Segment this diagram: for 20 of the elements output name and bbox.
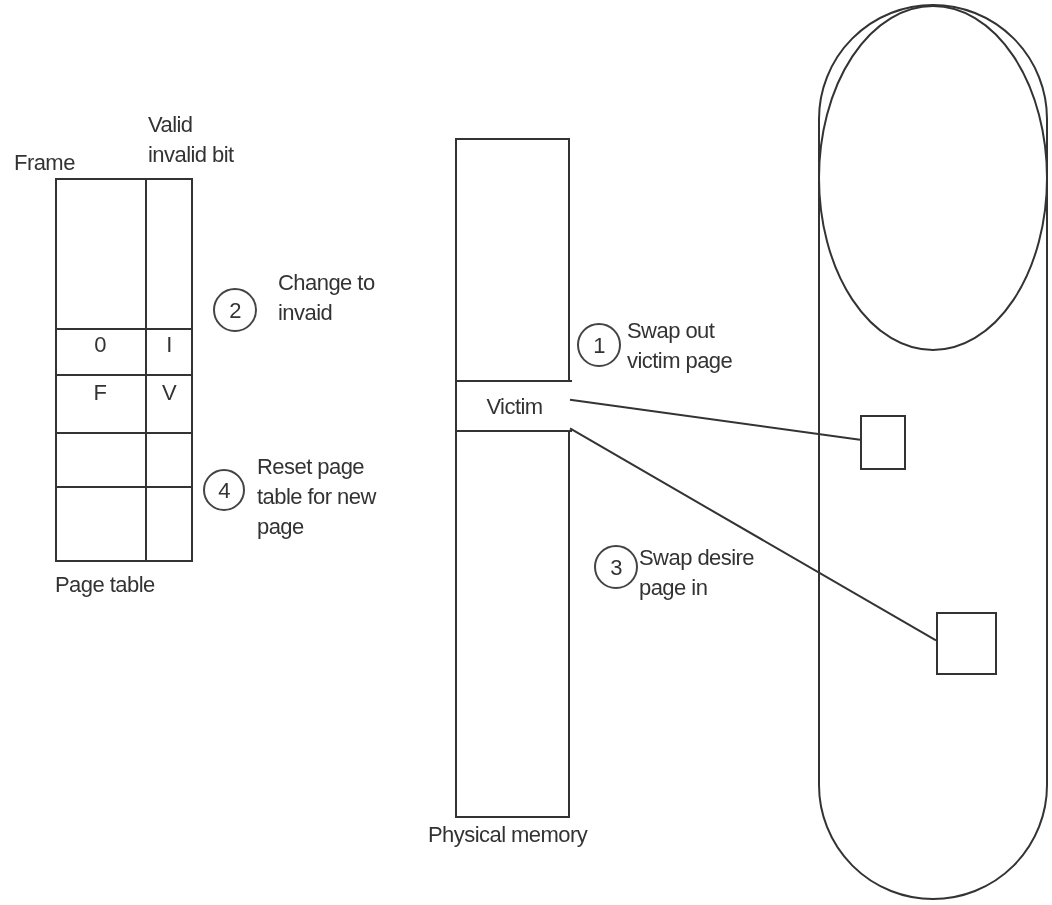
step-label: Reset page table for new page — [257, 453, 378, 541]
page-table — [55, 178, 193, 562]
connector-line — [569, 398, 861, 441]
disk-drawing — [818, 4, 1048, 900]
column-header: Frame — [14, 149, 76, 177]
table-cell-value: 0 — [93, 331, 107, 359]
step-label: Change to invaid — [278, 269, 376, 327]
step-label: Swap desire page in — [639, 544, 755, 602]
node-label: Page table — [55, 571, 156, 599]
node-label: Physical memory — [428, 821, 589, 849]
table-cell-value: F — [92, 379, 108, 407]
table-cell-value: V — [160, 379, 178, 407]
page-block — [936, 612, 997, 675]
connector-line — [569, 427, 937, 642]
step-label: Swap out victim page — [627, 317, 734, 375]
page-block — [860, 415, 906, 470]
column-header: Valid invalid bit — [148, 111, 235, 169]
table-cell-value: I — [165, 331, 173, 359]
victim-page-row: Victim — [457, 380, 572, 432]
physical-memory-column — [455, 138, 570, 818]
